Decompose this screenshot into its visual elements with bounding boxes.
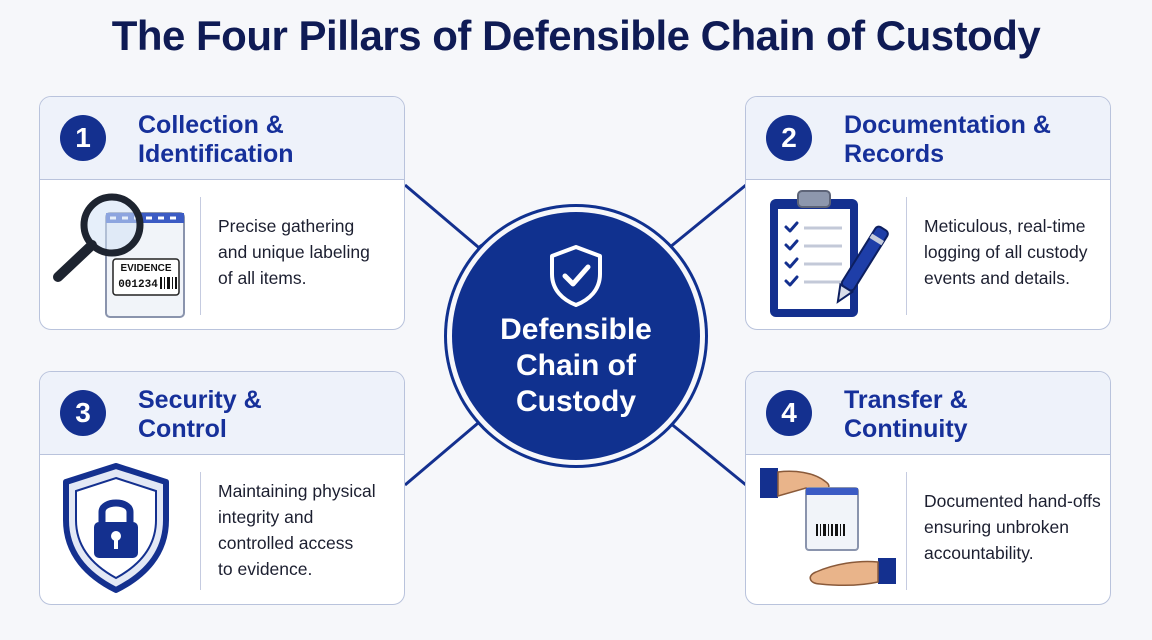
shield-check-icon bbox=[550, 245, 602, 307]
card-divider bbox=[200, 472, 201, 590]
connector-line-3 bbox=[404, 416, 485, 487]
pillar-title: Collection & Identification bbox=[138, 111, 294, 168]
card-header: 1 Collection & Identification bbox=[40, 97, 404, 180]
card-divider bbox=[906, 197, 907, 315]
card-header: 3 Security & Control bbox=[40, 372, 404, 455]
connector-line-2 bbox=[663, 183, 747, 254]
pillar-title: Transfer & Continuity bbox=[844, 386, 968, 443]
pillar-number-badge: 4 bbox=[766, 390, 812, 436]
hands-transfer-icon bbox=[760, 468, 896, 587]
card-header: 2 Documentation & Records bbox=[746, 97, 1110, 180]
pillar-description: Documented hand-offs ensuring unbroken a… bbox=[924, 491, 1101, 563]
pillar-title: Security & Control bbox=[138, 386, 262, 443]
pillar-number-badge: 2 bbox=[766, 115, 812, 161]
page-title: The Four Pillars of Defensible Chain of … bbox=[111, 12, 1041, 59]
card-divider bbox=[906, 472, 907, 590]
connector-line-4 bbox=[663, 416, 747, 487]
connector-line-1 bbox=[404, 183, 485, 254]
card-header: 4 Transfer & Continuity bbox=[746, 372, 1110, 455]
hub-label: Defensible Chain of Custody bbox=[500, 313, 652, 418]
evidence-id: 001234 bbox=[118, 279, 158, 291]
central-hub: Defensible Chain of Custody bbox=[452, 212, 700, 460]
pillar-card-documentation: 2 Documentation & Records Meticulous, re… bbox=[745, 96, 1111, 330]
card-divider bbox=[200, 197, 201, 315]
pillar-description: Maintaining physical integrity and contr… bbox=[218, 481, 376, 579]
pillar-card-security: 3 Security & Control Maintaining physica… bbox=[39, 371, 405, 605]
pillar-number-badge: 3 bbox=[60, 390, 106, 436]
pillar-description: Meticulous, real-time logging of all cus… bbox=[924, 216, 1088, 288]
evidence-label: EVIDENCE bbox=[120, 263, 171, 274]
pillar-title: Documentation & Records bbox=[844, 111, 1051, 168]
pillar-card-collection: 1 Collection & Identification EVIDENCE 0… bbox=[39, 96, 405, 330]
shield-lock-icon bbox=[63, 463, 169, 593]
clipboard-pen-icon bbox=[770, 190, 889, 317]
magnifier-evidence-bag-icon: EVIDENCE 001234 bbox=[53, 193, 185, 318]
pillar-number-badge: 1 bbox=[60, 115, 106, 161]
pillar-card-transfer: 4 Transfer & Continuity Documented hand-… bbox=[745, 371, 1111, 605]
pillar-description: Precise gathering and unique labeling of… bbox=[218, 216, 370, 288]
